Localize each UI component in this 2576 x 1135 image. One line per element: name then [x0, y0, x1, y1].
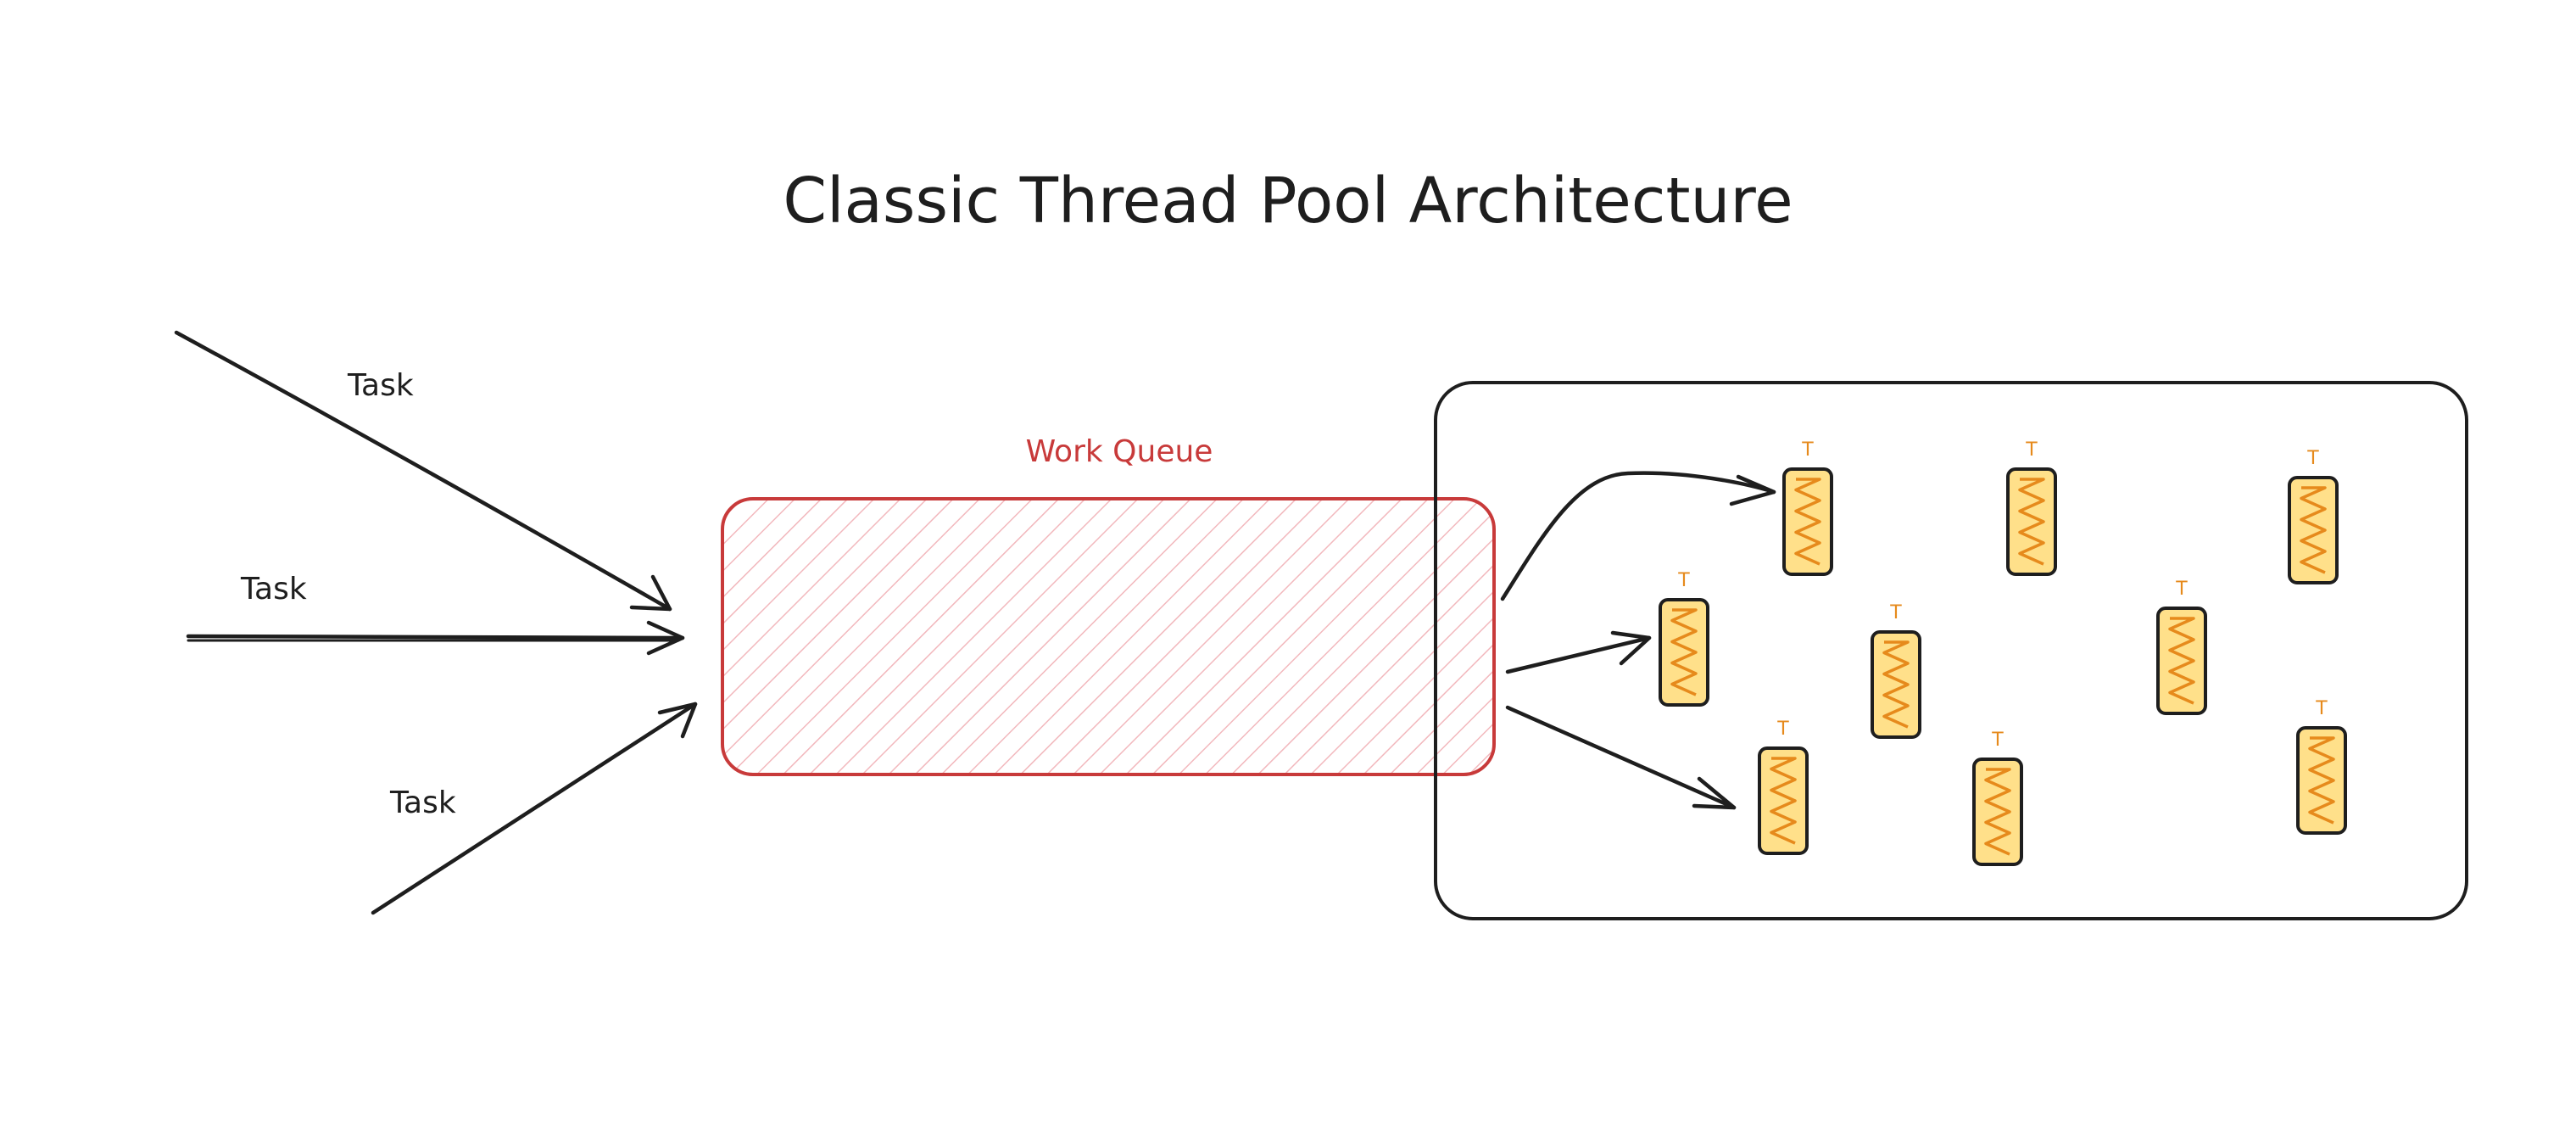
thread-pool-container	[1434, 381, 2468, 920]
thread-label: T	[1889, 602, 1902, 623]
dispatch-arrow-bottom	[1505, 705, 1737, 810]
thread-body	[1972, 758, 2023, 866]
thread-block: T	[2156, 579, 2207, 715]
thread-zigzag	[1984, 768, 2011, 856]
thread-label: T	[1801, 439, 1814, 461]
thread-zigzag	[1882, 640, 1910, 729]
thread-block: T	[1972, 730, 2023, 866]
dispatch-arrow-top	[1500, 471, 1776, 601]
thread-zigzag	[2300, 486, 2327, 574]
work-queue-label: Work Queue	[1026, 434, 1213, 469]
dispatch-arrow-middle	[1505, 630, 1652, 674]
diagram-title: Classic Thread Pool Architecture	[783, 165, 1793, 238]
thread-label: T	[1776, 718, 1789, 740]
thread-body	[2006, 467, 2057, 576]
thread-label: T	[2306, 448, 2319, 469]
thread-block: T	[1758, 718, 1809, 855]
thread-label: T	[2315, 698, 2328, 719]
thread-zigzag	[2168, 617, 2195, 705]
thread-zigzag	[2308, 736, 2335, 825]
thread-body	[2296, 726, 2347, 835]
task-arrow-top	[174, 330, 672, 612]
thread-label: T	[2175, 579, 2188, 600]
thread-body	[2288, 476, 2339, 584]
thread-zigzag	[1770, 757, 1797, 845]
thread-body	[2156, 607, 2207, 715]
work-queue: Work Queue	[721, 434, 1496, 776]
thread-block: T	[1782, 439, 1833, 576]
task-label: Task	[347, 368, 414, 403]
task-arrow-middle	[186, 620, 685, 656]
dispatch-arrows	[1500, 471, 1776, 810]
thread-body	[1871, 630, 1921, 739]
thread-block: T	[1871, 602, 1921, 739]
thread-block: T	[2296, 698, 2347, 835]
thread-body	[1758, 746, 1809, 855]
work-queue-border	[721, 497, 1496, 776]
thread-label: T	[2025, 439, 2038, 461]
threads: T T T T T T T T T	[1659, 439, 2347, 866]
thread-label: T	[1991, 730, 2004, 751]
thread-zigzag	[1794, 478, 1821, 566]
task-arrow-bottom	[371, 702, 698, 915]
thread-block: T	[2006, 439, 2057, 576]
thread-block: T	[1659, 570, 1709, 707]
work-queue-hatch	[722, 499, 1494, 774]
thread-label: T	[1677, 570, 1690, 591]
task-arrows	[174, 330, 698, 915]
task-label: Task	[240, 572, 307, 607]
thread-body	[1659, 598, 1709, 707]
thread-zigzag	[1670, 608, 1698, 696]
task-label: Task	[389, 786, 456, 820]
thread-body	[1782, 467, 1833, 576]
thread-zigzag	[2018, 478, 2045, 566]
thread-block: T	[2288, 448, 2339, 584]
